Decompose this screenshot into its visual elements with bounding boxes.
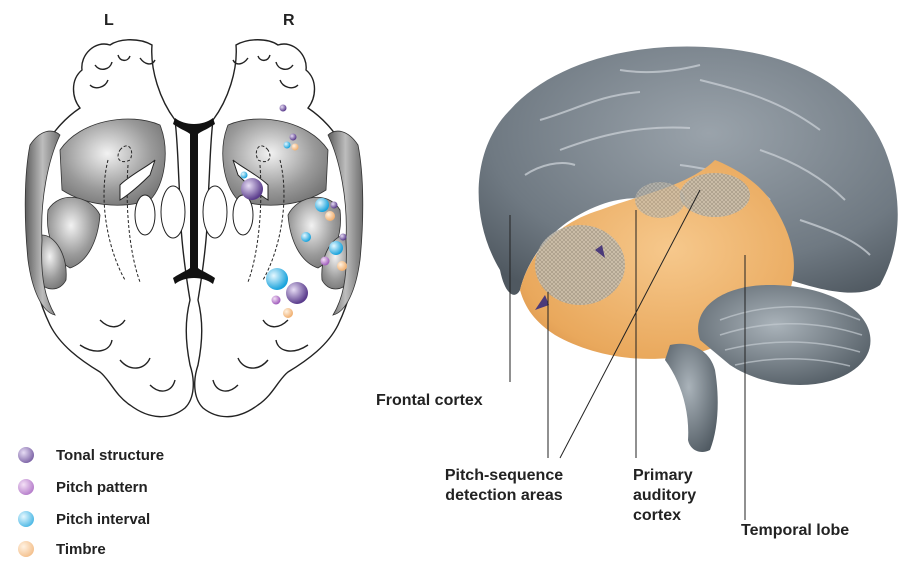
legend-label: Timbre bbox=[56, 541, 106, 558]
tonal-structure-dot-icon bbox=[18, 447, 34, 463]
legend-label: Pitch interval bbox=[56, 511, 150, 528]
primary-auditory-label-line2: auditory bbox=[633, 486, 696, 506]
pitch-seq-area-2 bbox=[635, 182, 685, 218]
legend-item-tonal-structure: Tonal structure bbox=[18, 444, 164, 466]
left-hemisphere-label: L bbox=[104, 12, 114, 30]
legend-label: Pitch pattern bbox=[56, 479, 148, 496]
legend-item-pitch-pattern: Pitch pattern bbox=[18, 476, 148, 498]
legend-item-timbre: Timbre bbox=[18, 538, 106, 560]
primary-auditory-label-line1: Primary bbox=[633, 466, 693, 486]
legend-label: Tonal structure bbox=[56, 447, 164, 464]
primary-auditory-area bbox=[680, 173, 750, 217]
pitch-sequence-label-line2: detection areas bbox=[429, 486, 579, 506]
brainstem bbox=[665, 344, 718, 452]
cerebellum bbox=[698, 285, 870, 385]
right-hemisphere-label: R bbox=[283, 12, 295, 30]
pitch-pattern-dot-icon bbox=[18, 479, 34, 495]
pitch-interval-dot-icon bbox=[18, 511, 34, 527]
legend-item-pitch-interval: Pitch interval bbox=[18, 508, 150, 530]
frontal-cortex-label: Frontal cortex bbox=[376, 391, 483, 411]
temporal-lobe-label: Temporal lobe bbox=[741, 521, 849, 541]
lateral-brain bbox=[479, 47, 898, 452]
primary-auditory-label-line3: cortex bbox=[633, 506, 681, 526]
timbre-dot-icon bbox=[18, 541, 34, 557]
pitch-sequence-label-line1: Pitch-sequence bbox=[429, 466, 579, 486]
